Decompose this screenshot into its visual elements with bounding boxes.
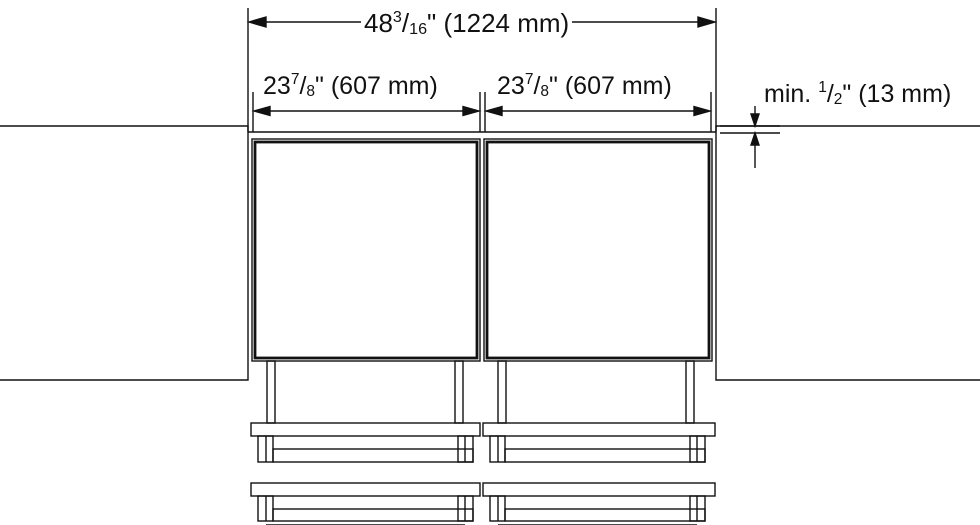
- gap-rest: " (13 mm): [842, 80, 952, 108]
- gap-prefix: min.: [764, 80, 819, 108]
- left-arrow-r: [462, 105, 482, 117]
- right-rail-1: [504, 448, 706, 463]
- total-den: 16: [409, 19, 428, 38]
- gap-arrow-top: [750, 113, 760, 129]
- gap-num: 1: [818, 79, 827, 97]
- right-panel-inner: [485, 140, 711, 360]
- left-rail-1: [272, 448, 474, 463]
- right-post-l: [497, 360, 507, 424]
- total-whole: 48: [364, 8, 393, 38]
- left-den: 8: [306, 82, 316, 100]
- right-cabinet: [715, 125, 980, 381]
- left-width-label: 237/8" (607 mm): [263, 71, 438, 100]
- right-width-label: 237/8" (607 mm): [497, 71, 672, 100]
- right-rest: " (607 mm): [549, 72, 672, 100]
- total-arrow-left: [246, 16, 267, 28]
- gap-arrow-bottom: [750, 130, 760, 146]
- total-arrow-right: [697, 16, 718, 28]
- right-den: 8: [540, 82, 550, 100]
- min-gap-label: min. 1/2" (13 mm): [764, 79, 952, 108]
- gap-den: 2: [833, 90, 843, 108]
- left-cabinet: [0, 125, 249, 381]
- total-width-label: 483/16" (1224 mm): [361, 8, 573, 38]
- left-shelf-1: [250, 422, 481, 437]
- left-post-r: [454, 360, 464, 424]
- left-num: 7: [290, 71, 300, 89]
- right-shelf-2: [482, 482, 716, 497]
- left-shelf-2: [250, 482, 481, 497]
- right-post-r: [685, 360, 695, 424]
- left-whole: 23: [263, 72, 291, 100]
- left-panel-inner: [253, 140, 479, 360]
- right-arrow-r: [693, 105, 713, 117]
- right-arrow-l: [483, 105, 503, 117]
- right-whole: 23: [497, 72, 525, 100]
- total-rest: " (1224 mm): [427, 8, 570, 38]
- left-panel-outer: [251, 138, 481, 362]
- left-rail-2: [272, 508, 474, 522]
- left-rest: " (607 mm): [315, 72, 438, 100]
- left-post-l: [266, 360, 276, 424]
- right-num: 7: [524, 71, 534, 89]
- left-arrow-l: [251, 105, 271, 117]
- right-rail-2: [504, 508, 706, 522]
- right-panel-outer: [483, 138, 713, 362]
- total-num: 3: [392, 8, 402, 27]
- right-shelf-1: [482, 422, 716, 437]
